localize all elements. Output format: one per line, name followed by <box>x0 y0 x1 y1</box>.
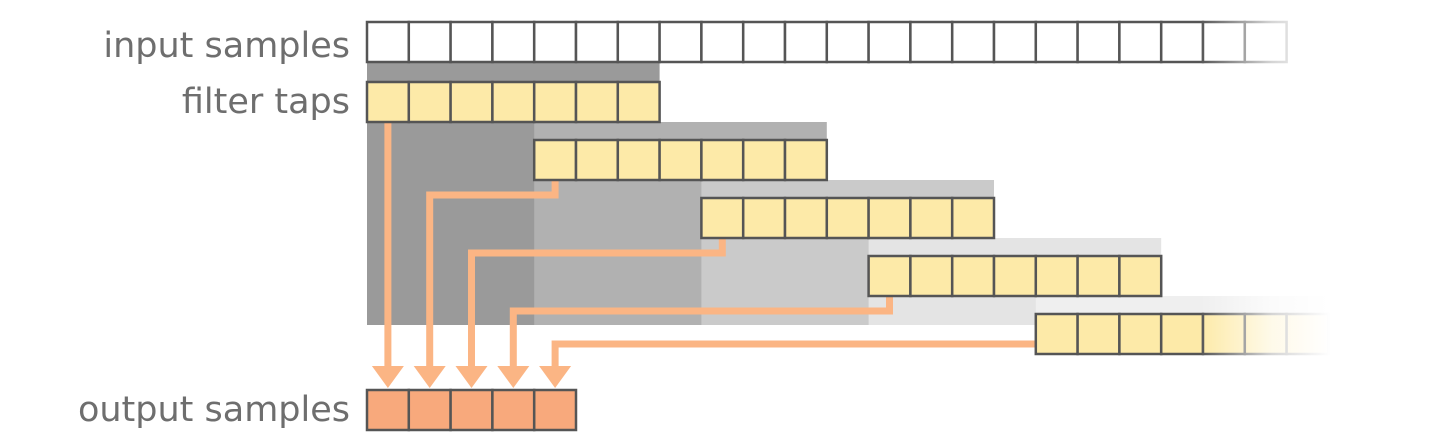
arrow-2 <box>413 180 559 388</box>
filter-tap-cell <box>449 80 494 124</box>
output-arrows <box>371 122 1036 388</box>
input-sample-cell <box>783 20 829 64</box>
arrow-shaft <box>468 238 726 366</box>
output-sample-cell <box>532 388 578 432</box>
filter-tap-cell <box>658 138 703 182</box>
input-sample-cell <box>616 20 661 64</box>
input-sample-cell <box>950 20 996 64</box>
filter-tap-cell <box>700 196 745 240</box>
arrow-head <box>455 366 488 388</box>
input-sample-cell <box>532 20 578 64</box>
input-samples-row <box>365 20 1288 64</box>
filter-row-4 <box>867 254 1163 298</box>
filter-tap-cell <box>867 196 912 240</box>
output-samples-row <box>365 388 578 432</box>
arrow-head <box>371 366 404 388</box>
output-sample-cell <box>491 388 536 432</box>
filter-tap-cell <box>741 138 787 182</box>
input-sample-cell <box>909 20 954 64</box>
input-sample-cell <box>992 20 1038 64</box>
filter-tap-cell <box>783 138 829 182</box>
filter-tap-cell <box>950 254 996 298</box>
arrow-4 <box>497 296 893 388</box>
filter-tap-cell <box>950 196 996 240</box>
arrow-3 <box>455 238 726 388</box>
input-sample-cell <box>1034 20 1079 64</box>
input-sample-cell <box>1076 20 1121 64</box>
filter-tap-cell <box>1076 254 1121 298</box>
input-sample-cell <box>491 20 536 64</box>
filter-tap-cell <box>909 254 954 298</box>
right-edge-fade <box>1200 0 1330 448</box>
input-sample-cell <box>365 20 411 64</box>
filter-tap-cell <box>700 138 745 182</box>
arrow-head <box>497 366 530 388</box>
arrow-head <box>413 366 446 388</box>
arrow-head <box>539 366 572 388</box>
output-sample-cell <box>365 388 411 432</box>
filter-tap-cell <box>1118 254 1163 298</box>
input-sample-cell <box>449 20 494 64</box>
filter-tap-cell <box>616 80 661 124</box>
filter-tap-cell <box>1159 312 1205 356</box>
filter-tap-cell <box>1118 312 1163 356</box>
filter-tap-cell <box>741 196 787 240</box>
filter-tap-cell <box>574 80 620 124</box>
filter-row-2 <box>532 138 829 182</box>
filter-taps-label: filter taps <box>182 82 350 122</box>
input-samples-label: input samples <box>103 26 350 66</box>
input-sample-cell <box>1159 20 1205 64</box>
filter-tap-cell <box>1034 312 1079 356</box>
output-sample-cell <box>407 388 452 432</box>
filter-tap-cell <box>491 80 536 124</box>
filter-row-1 <box>365 80 661 124</box>
filter-tap-cell <box>783 196 829 240</box>
input-sample-cell <box>741 20 787 64</box>
filter-tap-cell <box>1034 254 1079 298</box>
input-sample-cell <box>867 20 912 64</box>
input-sample-cell <box>700 20 745 64</box>
output-sample-cell <box>449 388 494 432</box>
input-sample-cell <box>407 20 452 64</box>
filter-tap-cell <box>532 80 578 124</box>
filter-tap-cell <box>1076 312 1121 356</box>
arrow-shaft <box>509 296 893 366</box>
arrow-1 <box>371 122 404 388</box>
filter-row-3 <box>700 196 996 240</box>
filter-tap-cell <box>825 196 870 240</box>
arrow-shaft <box>551 340 1036 366</box>
filter-tap-cell <box>574 138 620 182</box>
input-sample-cell <box>825 20 870 64</box>
filter-tap-cell <box>616 138 661 182</box>
filter-tap-cell <box>867 254 912 298</box>
arrow-shaft <box>426 180 559 366</box>
input-sample-cell <box>574 20 620 64</box>
input-sample-cell <box>1118 20 1163 64</box>
input-sample-cell <box>658 20 703 64</box>
filter-tap-cell <box>992 254 1038 298</box>
filter-tap-cell <box>532 138 578 182</box>
filter-tap-cell <box>909 196 954 240</box>
filter-tap-cell <box>365 80 411 124</box>
output-samples-label: output samples <box>78 390 350 430</box>
arrow-5 <box>539 340 1036 388</box>
filter-tap-cell <box>407 80 452 124</box>
